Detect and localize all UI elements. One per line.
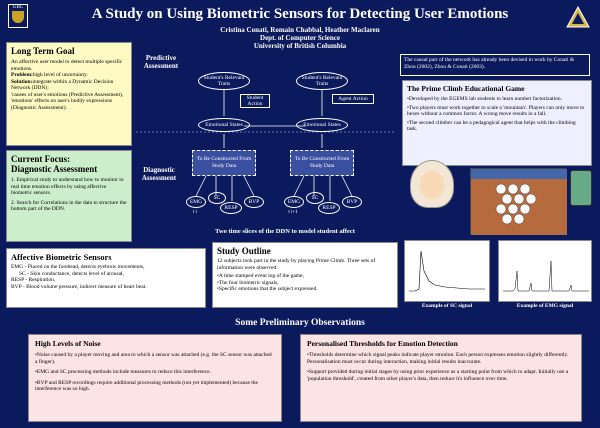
noise-panel: High Levels of Noise •Noise caused by a … <box>28 334 282 422</box>
player-face-image <box>410 160 454 208</box>
problem-label: Problem: <box>11 72 33 78</box>
emotional-states-node-t2: Emotional States <box>296 118 348 132</box>
emg-node-t2: EMG <box>284 196 304 208</box>
sensor-emg: EMG - Placed on the forehead, detects ey… <box>11 264 145 270</box>
effects-line: 'emotions' effects on user's bodily expr… <box>11 98 113 111</box>
current-focus-panel: Current Focus: Diagnostic Assessment 1. … <box>6 150 132 242</box>
university: University of British Columbia <box>253 42 347 50</box>
sc-signal-chart <box>409 250 485 292</box>
noise-bullet-3: •BVP and RESP recordings require additio… <box>35 379 258 393</box>
diagnostic-heading: Diagnostic Assessment <box>11 164 98 174</box>
noise-bullet-2: •EMG and SC processing methods include m… <box>35 369 211 375</box>
cause-line: 'causes of user's emotions (Predictive A… <box>11 91 124 98</box>
sensors-heading: Affective Biometric Sensors <box>11 252 112 262</box>
prime-climb-panel: The Prime Climb Educational Game •Develo… <box>402 80 592 166</box>
sensor-bvp: BVP - Blood volume pressure, indirect me… <box>11 283 147 290</box>
long-term-goal-heading: Long Term Goal <box>11 46 75 56</box>
ubc-logo: UBC <box>8 4 28 28</box>
emg-signal-plot <box>498 240 592 302</box>
study-bullet-2: •The four biometric signals, <box>217 279 279 286</box>
ddn-caption: Two time slices of the DDN to model stud… <box>215 228 355 235</box>
student-action-node: Student Action <box>240 94 270 108</box>
solution-label: Solution: <box>11 78 33 85</box>
thresholds-bullet-1: •Thresholds determine which signal peaks… <box>307 352 569 365</box>
current-focus-heading: Current Focus: <box>11 154 71 164</box>
lab-logo-icon <box>566 5 590 28</box>
crest-icon <box>12 11 24 23</box>
predictive-label: Predictive Assessment <box>143 54 179 70</box>
goal-line: An affective user model to detect multip… <box>11 59 123 72</box>
authors: Cristina Conati, Romain Chabbal, Heather… <box>220 26 380 34</box>
sensor-resp: RESP - Respiration, <box>11 277 56 283</box>
diagnostic-label: Diagnostic Assessment <box>141 166 177 182</box>
emg-signal-chart <box>503 260 589 292</box>
sensor-sc: SC - Skin conductance, detects level of … <box>19 270 124 277</box>
focus-item-1: 1. Empirical study to understand how to … <box>11 177 124 196</box>
sc-example-caption: Example of SC signal <box>421 303 473 309</box>
constructed-box-t1: To Be Constructed From Study Data <box>192 150 256 176</box>
thresholds-panel: Personalised Thresholds for Emotion Dete… <box>300 334 582 422</box>
prime-climb-screenshot <box>470 168 567 235</box>
ddn-diagram: Predictive Assessment Diagnostic Assessm… <box>136 46 394 242</box>
prime-climb-bullet-1: •Developed by the EGEMS lab students to … <box>407 96 562 102</box>
face-icon <box>420 171 444 199</box>
hex-board-icon <box>471 169 567 235</box>
focus-item-2: 2. Search for Correlations in the data t… <box>11 199 127 213</box>
resp-node-t2: RESP <box>318 202 340 214</box>
sc-node-t2: SC <box>306 192 324 204</box>
study-bullet-3: •Specific emotions that the subject expr… <box>217 286 318 292</box>
prime-climb-bullet-2: •Two players must work together to scale… <box>407 104 585 118</box>
study-intro: 12 subjects took part in the study by pl… <box>217 258 376 271</box>
bvp-node-t2: BVP <box>342 196 362 208</box>
agent-action-node: Agent Action <box>332 94 374 104</box>
thresholds-bullet-2: •Support provided during initial stages … <box>307 369 569 382</box>
problem-text: high level of uncertainty. <box>32 72 88 78</box>
emg-node-t1: EMG <box>186 196 206 208</box>
traits-node-t2: Student's Relevant Traits <box>296 72 348 90</box>
network-note: The causal part of the network has alrea… <box>400 54 590 76</box>
noise-bullet-1: •Noise caused by a player moving and are… <box>35 352 272 365</box>
study-heading: Study Outline <box>217 246 271 256</box>
sc-signal-plot <box>404 240 490 302</box>
constructed-box-t2: To Be Constructed From Study Data <box>290 150 354 176</box>
pda-device-image <box>570 170 592 206</box>
dept: Dept. of Computer Science <box>260 34 340 42</box>
resp-node-t1: RESP <box>220 202 242 214</box>
emg-example-caption: Example of EMG signal <box>516 303 574 309</box>
prime-climb-heading: The Prime Climb Educational Game <box>407 84 525 93</box>
prime-climb-bullet-3: •The second climber can be a pedagogical… <box>407 119 576 133</box>
poster-title: A Study on Using Biometric Sensors for D… <box>91 6 509 22</box>
time-label-t1: t i <box>192 210 198 215</box>
ddn-arrows <box>136 90 394 201</box>
authors-block: Cristina Conati, Romain Chabbal, Heather… <box>150 26 450 50</box>
traits-node-t1: Student's Relevant Traits <box>198 72 250 90</box>
sensors-panel: Affective Biometric Sensors EMG - Placed… <box>6 248 206 308</box>
time-label-t2: t i+1 <box>288 210 298 215</box>
long-term-goal-panel: Long Term Goal An affective user model t… <box>6 42 132 146</box>
thresholds-heading: Personalised Thresholds for Emotion Dete… <box>307 339 458 348</box>
preliminary-heading: Some Preliminary Observations <box>235 318 365 328</box>
study-bullet-1: •A time stamped event log of the game, <box>217 273 304 279</box>
bvp-node-t1: BVP <box>244 196 264 208</box>
emotional-states-node-t1: Emotional States <box>198 118 250 132</box>
study-outline-panel: Study Outline 12 subjects took part in t… <box>212 242 398 308</box>
solution-text: integrate within a Dynamic Decision Netw… <box>11 78 114 92</box>
sc-node-t1: SC <box>208 192 226 204</box>
noise-heading: High Levels of Noise <box>35 339 101 348</box>
